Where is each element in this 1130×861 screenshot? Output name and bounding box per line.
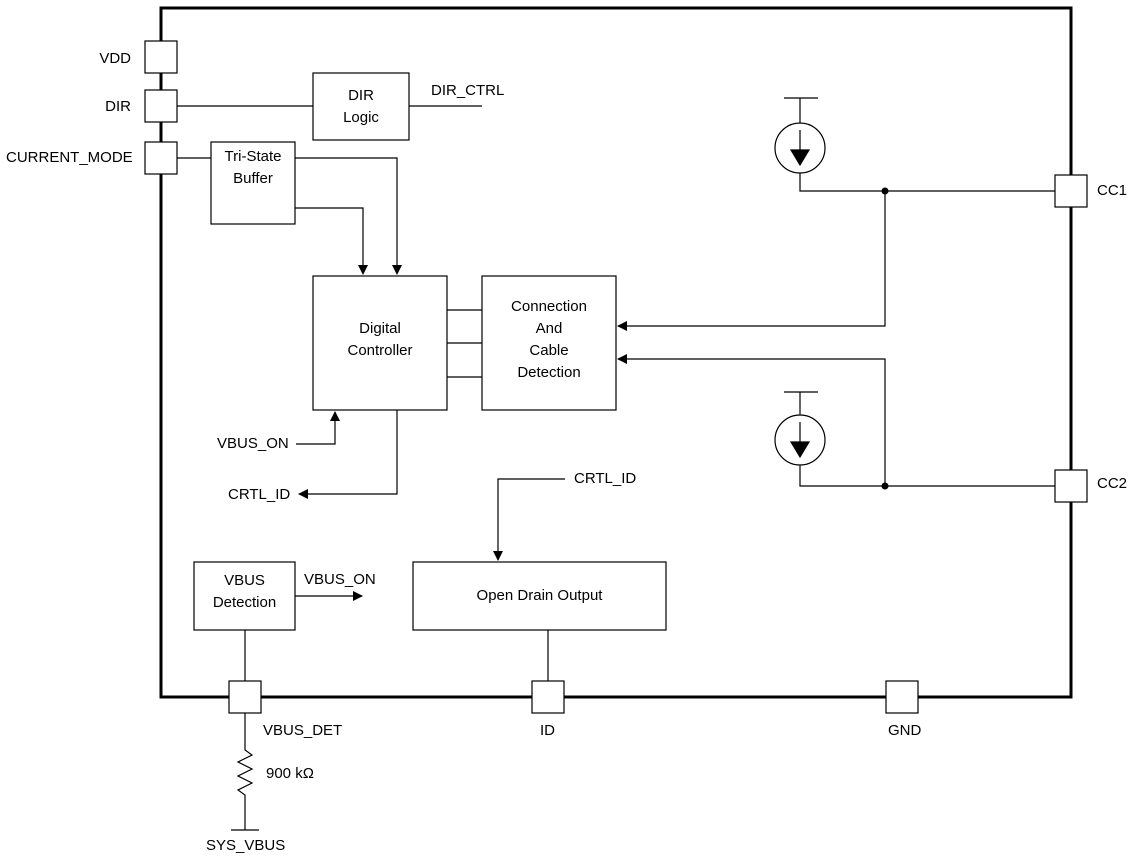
signal-label-crtl-id-in: CRTL_ID — [574, 470, 637, 487]
signal-label-vbus-on-out: VBUS_ON — [304, 571, 376, 588]
pin-label-cc2: CC2 — [1097, 475, 1128, 492]
resistor-value-label: 900 kΩ — [266, 765, 314, 782]
pin-id — [531, 680, 565, 714]
wire-crtl-id-in — [493, 478, 565, 561]
pin-label-current-mode: CURRENT_MODE — [6, 149, 133, 166]
signal-label-vbus-on-in: VBUS_ON — [217, 435, 289, 452]
digital-controller-label: Digital Controller — [347, 320, 413, 359]
wire-cc2-to-detection — [617, 354, 886, 486]
pin-cc2 — [1054, 469, 1088, 503]
wire-tristate-a — [295, 157, 402, 275]
pin-gnd — [885, 680, 919, 714]
signal-label-crtl-id-out: CRTL_ID — [228, 486, 291, 503]
junction-cc2 — [881, 482, 889, 490]
pin-label-id: ID — [540, 722, 555, 739]
wire-tristate-b — [295, 207, 368, 275]
pin-vdd — [144, 40, 178, 74]
pin-label-dir: DIR — [105, 98, 131, 115]
wire-cc2 — [799, 465, 1055, 487]
pin-current-mode — [144, 141, 178, 175]
cs2-arrow — [789, 441, 811, 459]
tri-state-buffer-box — [210, 141, 296, 225]
signal-label-dir-ctrl: DIR_CTRL — [431, 82, 505, 99]
wire-crtl-id-out — [298, 410, 398, 499]
open-drain-label: Open Drain Output — [476, 587, 603, 604]
chip-outline — [159, 6, 1073, 699]
junction-cc1 — [881, 187, 889, 195]
pin-dir — [144, 89, 178, 123]
sys-vbus-label: SYS_VBUS — [206, 837, 286, 854]
vbus-detection-label: VBUS Detection — [212, 572, 277, 611]
pin-label-gnd: GND — [888, 722, 922, 739]
pin-cc1 — [1054, 174, 1088, 208]
resistor-symbol — [236, 713, 254, 830]
pin-vbus-det — [228, 680, 262, 714]
open-drain-box — [412, 561, 667, 631]
dir-logic-box — [312, 72, 410, 141]
wire-cc1 — [799, 173, 1055, 192]
pin-label-cc1: CC1 — [1097, 182, 1128, 199]
wire-vbus-on-in — [296, 411, 340, 445]
dir-logic-label: DIR Logic — [343, 86, 379, 126]
pin-label-vbus-det: VBUS_DET — [263, 722, 343, 739]
cs1-arrow — [789, 149, 811, 167]
wire-cc1-to-detection — [617, 191, 886, 331]
connection-detection-label: Connection And Cable Detection — [511, 298, 587, 381]
tri-state-buffer-label: Tri-State Buffer — [224, 148, 282, 187]
pin-label-vdd: VDD — [99, 50, 131, 67]
